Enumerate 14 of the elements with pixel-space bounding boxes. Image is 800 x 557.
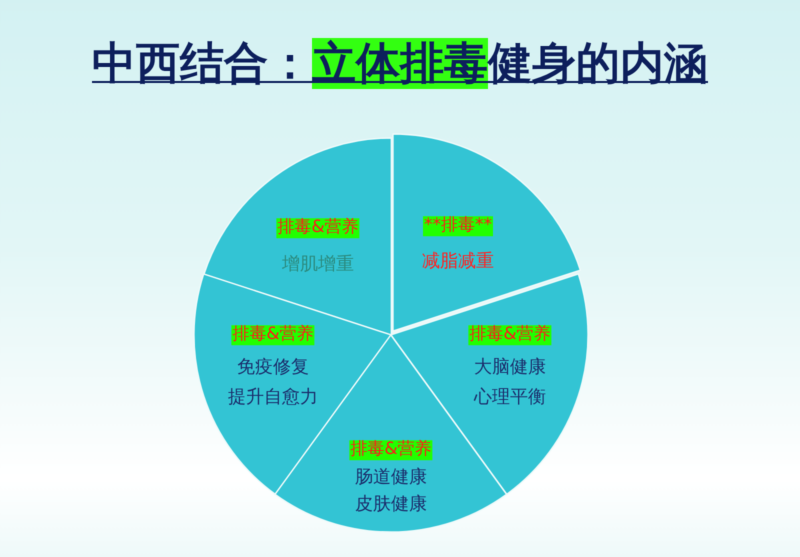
title: 中西结合：立体排毒健身的内涵 xyxy=(92,38,708,90)
slice-label: 心理平衡 xyxy=(474,388,546,408)
highlighted-label: 排毒&营养 xyxy=(349,440,433,460)
slice-label: 皮肤健康 xyxy=(354,494,427,516)
highlighted-label: 排毒&营养 xyxy=(468,325,552,345)
highlighted-label: **排毒** xyxy=(423,216,493,236)
slice-label: 免疫修复 xyxy=(237,358,309,378)
slice-label: 提升自愈力 xyxy=(228,388,318,408)
slice-label: 增肌增重 xyxy=(282,254,354,276)
highlighted-label: 排毒&营养 xyxy=(231,325,315,345)
slice-label: 肠道健康 xyxy=(354,468,427,488)
slice-label: 减脂减重 xyxy=(422,252,494,272)
highlighted-label: 排毒&营养 xyxy=(276,218,360,238)
slice-label: 大脑健康 xyxy=(474,358,546,378)
